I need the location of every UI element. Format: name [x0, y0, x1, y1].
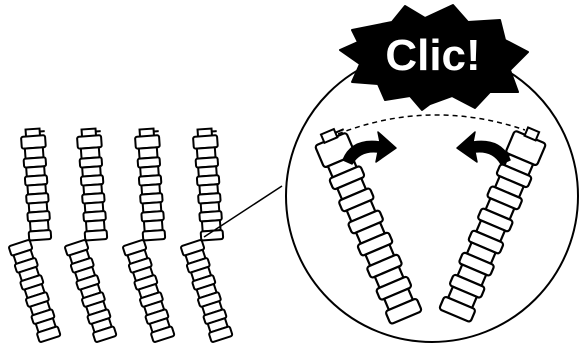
zoom-leader-line [203, 185, 283, 238]
curved-arrow-icon [456, 131, 511, 165]
callout-text: Clic! [385, 31, 480, 80]
connector-2 [63, 127, 118, 344]
connector-1 [7, 127, 62, 344]
starburst-icon [339, 4, 529, 111]
connector-3 [121, 127, 176, 344]
curved-arrow-icon [342, 131, 397, 165]
zoom-connector-right [437, 126, 548, 324]
zoom-connector-left [313, 127, 424, 326]
